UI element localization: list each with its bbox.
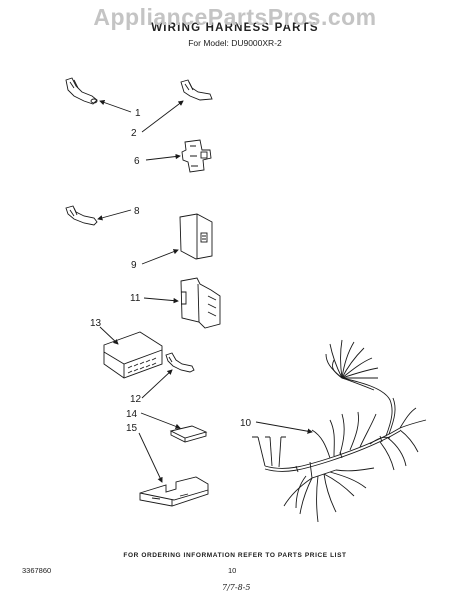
callout-8: 8 [134, 206, 140, 217]
terminal-part-12 [165, 352, 195, 373]
callout-12: 12 [130, 394, 142, 405]
callout-6: 6 [134, 156, 140, 167]
callout-10: 10 [240, 418, 252, 429]
callout-14: 14 [126, 409, 138, 420]
bracket-part-15 [139, 476, 209, 507]
watermark: AppliancePartsPros.com [93, 4, 377, 30]
page-title: WIRING HARNESS PARTS [151, 22, 319, 34]
model-subtitle: For Model: DU9000XR-2 [188, 38, 282, 48]
connector-part-6 [181, 139, 212, 173]
page-number: 10 [228, 566, 237, 575]
callout-11: 11 [130, 293, 141, 304]
callout-1: 1 [135, 108, 141, 119]
handwritten-date: 7/7-8-5 [222, 583, 251, 592]
terminal-part-1 [65, 77, 98, 105]
connector-block-part-13 [103, 331, 163, 379]
housing-part-11 [180, 277, 221, 329]
terminal-part-2 [180, 79, 213, 101]
document-number: 3367860 [22, 566, 52, 575]
terminal-part-8 [65, 205, 98, 226]
wiring-harness-part-10 [252, 339, 427, 523]
callout-2: 2 [131, 128, 137, 139]
housing-part-9 [179, 213, 213, 260]
ordering-note: FOR ORDERING INFORMATION REFER TO PARTS … [123, 552, 347, 559]
callout-9: 9 [131, 260, 137, 271]
pad-part-14 [169, 425, 208, 443]
callout-15: 15 [126, 423, 138, 434]
callout-13: 13 [90, 318, 102, 329]
